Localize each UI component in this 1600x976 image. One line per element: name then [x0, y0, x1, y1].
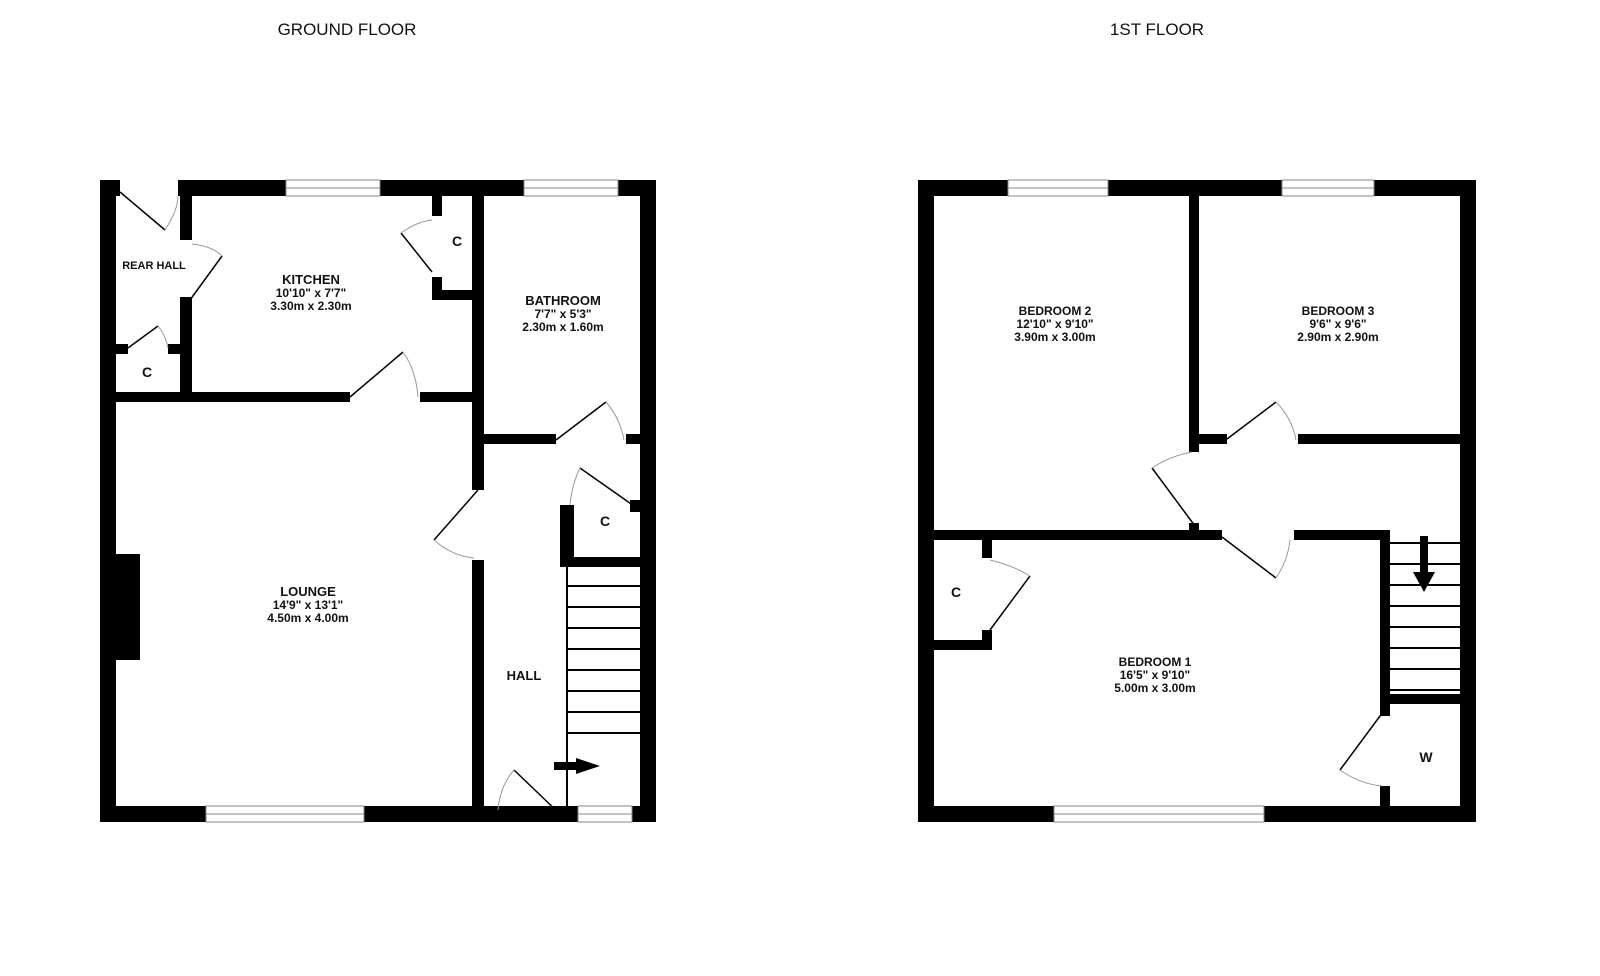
- cupboard-label: C: [951, 584, 961, 600]
- wall: [1380, 786, 1390, 812]
- wall: [420, 392, 480, 402]
- room-dim-imperial: 16'5" x 9'10": [1120, 668, 1190, 682]
- wall: [560, 557, 640, 567]
- room-label-bedroom-3: BEDROOM 3: [1302, 304, 1375, 318]
- room-dim-metric: 3.90m x 3.00m: [1014, 330, 1095, 344]
- cupboard-label: C: [600, 513, 610, 529]
- room-label-bedroom-2: BEDROOM 2: [1019, 304, 1092, 318]
- wall: [1460, 180, 1476, 822]
- cupboard-label: C: [452, 233, 462, 249]
- wall: [432, 196, 442, 216]
- wall: [982, 540, 992, 558]
- window: [1007, 179, 1109, 197]
- wardrobe-label: W: [1419, 749, 1433, 765]
- wall: [1199, 434, 1227, 444]
- wall: [626, 434, 640, 444]
- wall: [918, 180, 934, 822]
- wall: [100, 392, 350, 402]
- wall: [100, 180, 116, 822]
- wall: [472, 560, 484, 820]
- room-dim-imperial: 9'6" x 9'6": [1309, 317, 1366, 331]
- wall: [1189, 196, 1199, 452]
- staircase: [566, 567, 640, 806]
- wall: [1189, 523, 1199, 533]
- wall: [560, 505, 574, 565]
- wall: [934, 640, 992, 650]
- room-dim-imperial: 10'10" x 7'7": [276, 286, 346, 300]
- window: [1053, 805, 1265, 823]
- wall: [100, 806, 656, 822]
- room-label-rear-hall: REAR HALL: [122, 260, 186, 272]
- room-dim-metric: 3.30m x 2.30m: [270, 299, 351, 313]
- chimney-breast: [116, 554, 140, 660]
- room-label-lounge: LOUNGE: [280, 584, 336, 599]
- room-label-hall: HALL: [507, 668, 542, 683]
- room-dim-imperial: 7'7" x 5'3": [534, 307, 591, 321]
- room-dim-imperial: 14'9" x 13'1": [273, 598, 343, 612]
- wall: [484, 434, 556, 444]
- room-dim-metric: 4.50m x 4.00m: [267, 611, 348, 625]
- stair-arrow-icon: [1413, 536, 1435, 592]
- room-dim-metric: 2.90m x 2.90m: [1297, 330, 1378, 344]
- door: [119, 191, 635, 817]
- room-label-bedroom-1: BEDROOM 1: [1119, 655, 1192, 669]
- window: [285, 179, 381, 197]
- room-label-bathroom: BATHROOM: [525, 293, 601, 308]
- wall: [432, 290, 476, 300]
- room-dim-imperial: 12'10" x 9'10": [1016, 317, 1093, 331]
- stair-arrow-icon: [554, 758, 600, 774]
- window: [1281, 179, 1375, 197]
- wall: [918, 180, 1476, 196]
- room-dim-metric: 2.30m x 1.60m: [522, 320, 603, 334]
- ground-floor-title: GROUND FLOOR: [277, 20, 417, 39]
- cupboard-label: C: [142, 364, 152, 380]
- first-floor-plan: BEDROOM 2 12'10" x 9'10" 3.90m x 3.00m B…: [918, 179, 1476, 823]
- window: [205, 805, 365, 823]
- wall: [934, 530, 1222, 540]
- wall: [1380, 530, 1390, 716]
- wall: [472, 180, 484, 490]
- ground-floor-plan: REAR HALL C C C KITCHEN 10'10" x 7'7" 3.…: [100, 179, 656, 823]
- window: [523, 179, 619, 197]
- wall: [630, 500, 640, 512]
- room-label-kitchen: KITCHEN: [282, 272, 340, 287]
- wall: [168, 344, 184, 354]
- wall: [432, 277, 442, 299]
- first-floor-title: 1ST FLOOR: [1109, 20, 1205, 39]
- wall: [1380, 694, 1460, 704]
- wall: [180, 180, 192, 240]
- wall: [1298, 434, 1460, 444]
- wall: [640, 180, 656, 822]
- window: [577, 805, 633, 823]
- wall: [180, 297, 192, 397]
- wall: [1294, 530, 1388, 540]
- door: [989, 401, 1384, 787]
- room-dim-metric: 5.00m x 3.00m: [1114, 681, 1195, 695]
- wall: [100, 180, 120, 196]
- wall: [116, 344, 128, 354]
